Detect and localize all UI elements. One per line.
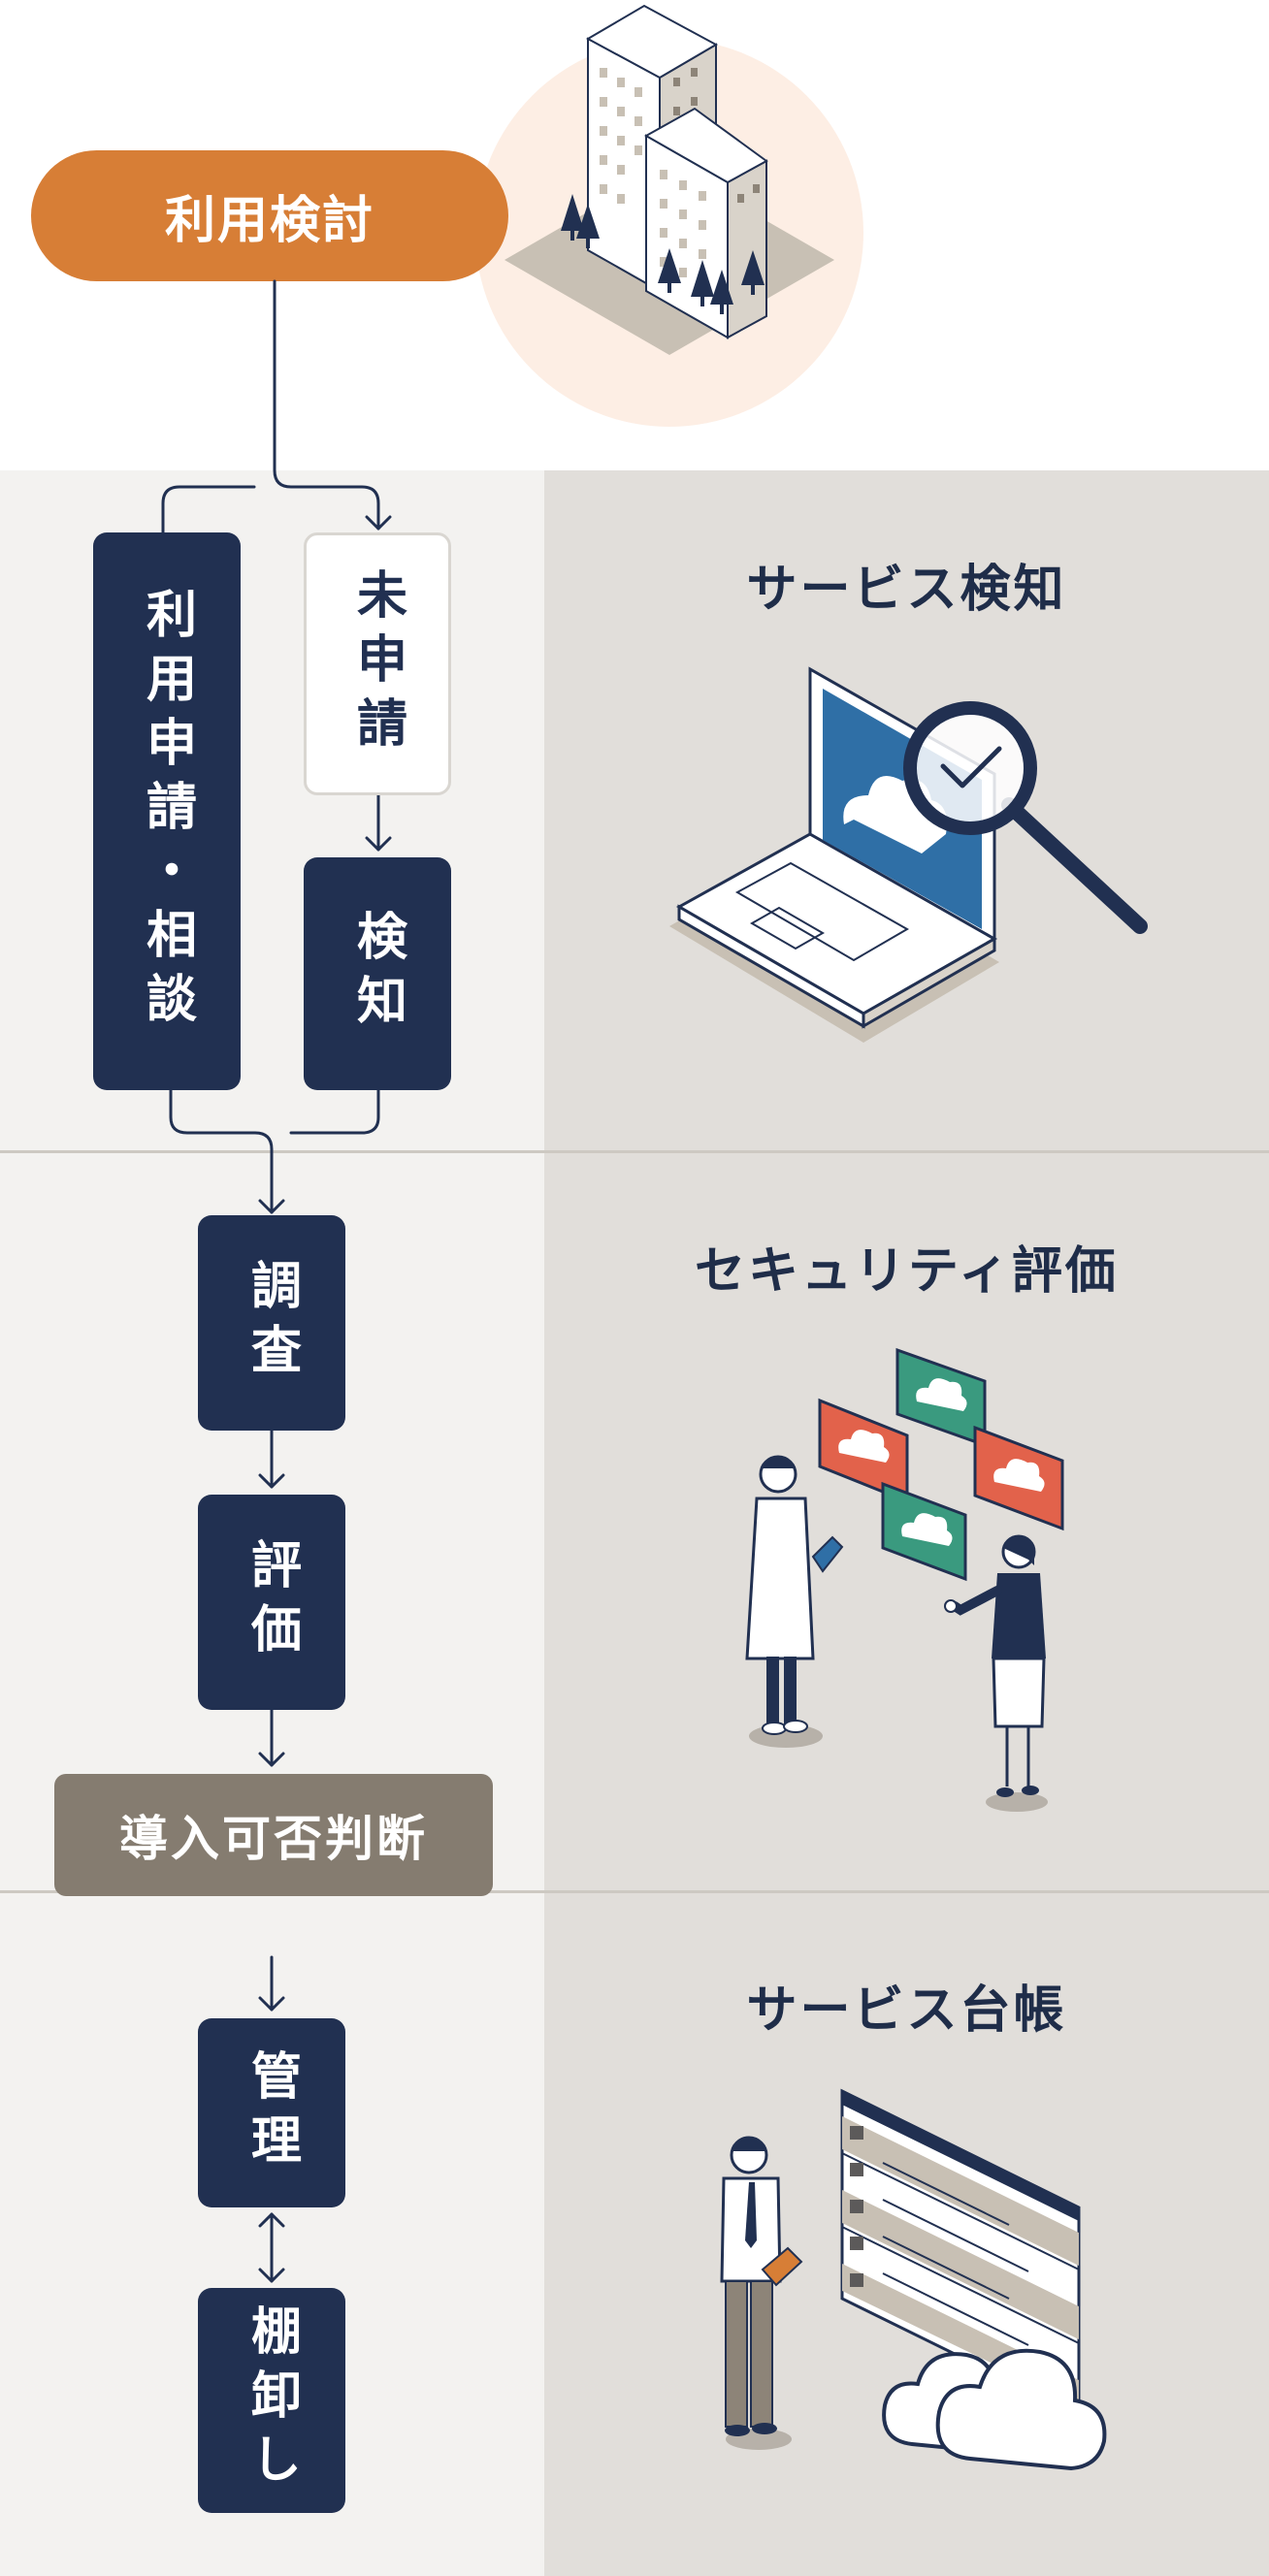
apply-consult-node: 利用申請・相談 <box>93 532 241 1090</box>
security-evaluation-title: セキュリティ評価 <box>695 1242 1119 1301</box>
detect-node: 検知 <box>304 857 451 1090</box>
unapplied-node: 未申請 <box>304 532 451 795</box>
evaluate-node: 評価 <box>198 1495 345 1710</box>
divider-1 <box>0 1150 1269 1153</box>
divider-2 <box>0 1890 1269 1893</box>
service-ledger-illustration <box>720 2088 1107 2471</box>
adoption-decision-node: 導入可否判断 <box>54 1774 493 1896</box>
manage-node: 管理 <box>198 2018 345 2207</box>
flow-band-1 <box>0 470 544 1150</box>
start-node-usage-consideration: 利用検討 <box>31 150 508 281</box>
investigate-node: 調査 <box>198 1215 345 1431</box>
inventory-node: 棚卸し <box>198 2288 345 2513</box>
security-evaluation-illustration <box>745 1347 1064 1812</box>
service-detection-title: サービス検知 <box>746 561 1067 619</box>
service-ledger-title: サービス台帳 <box>746 1981 1067 2040</box>
laptop-magnifier-illustration <box>669 666 1148 1043</box>
office-building-illustration <box>475 4 863 427</box>
